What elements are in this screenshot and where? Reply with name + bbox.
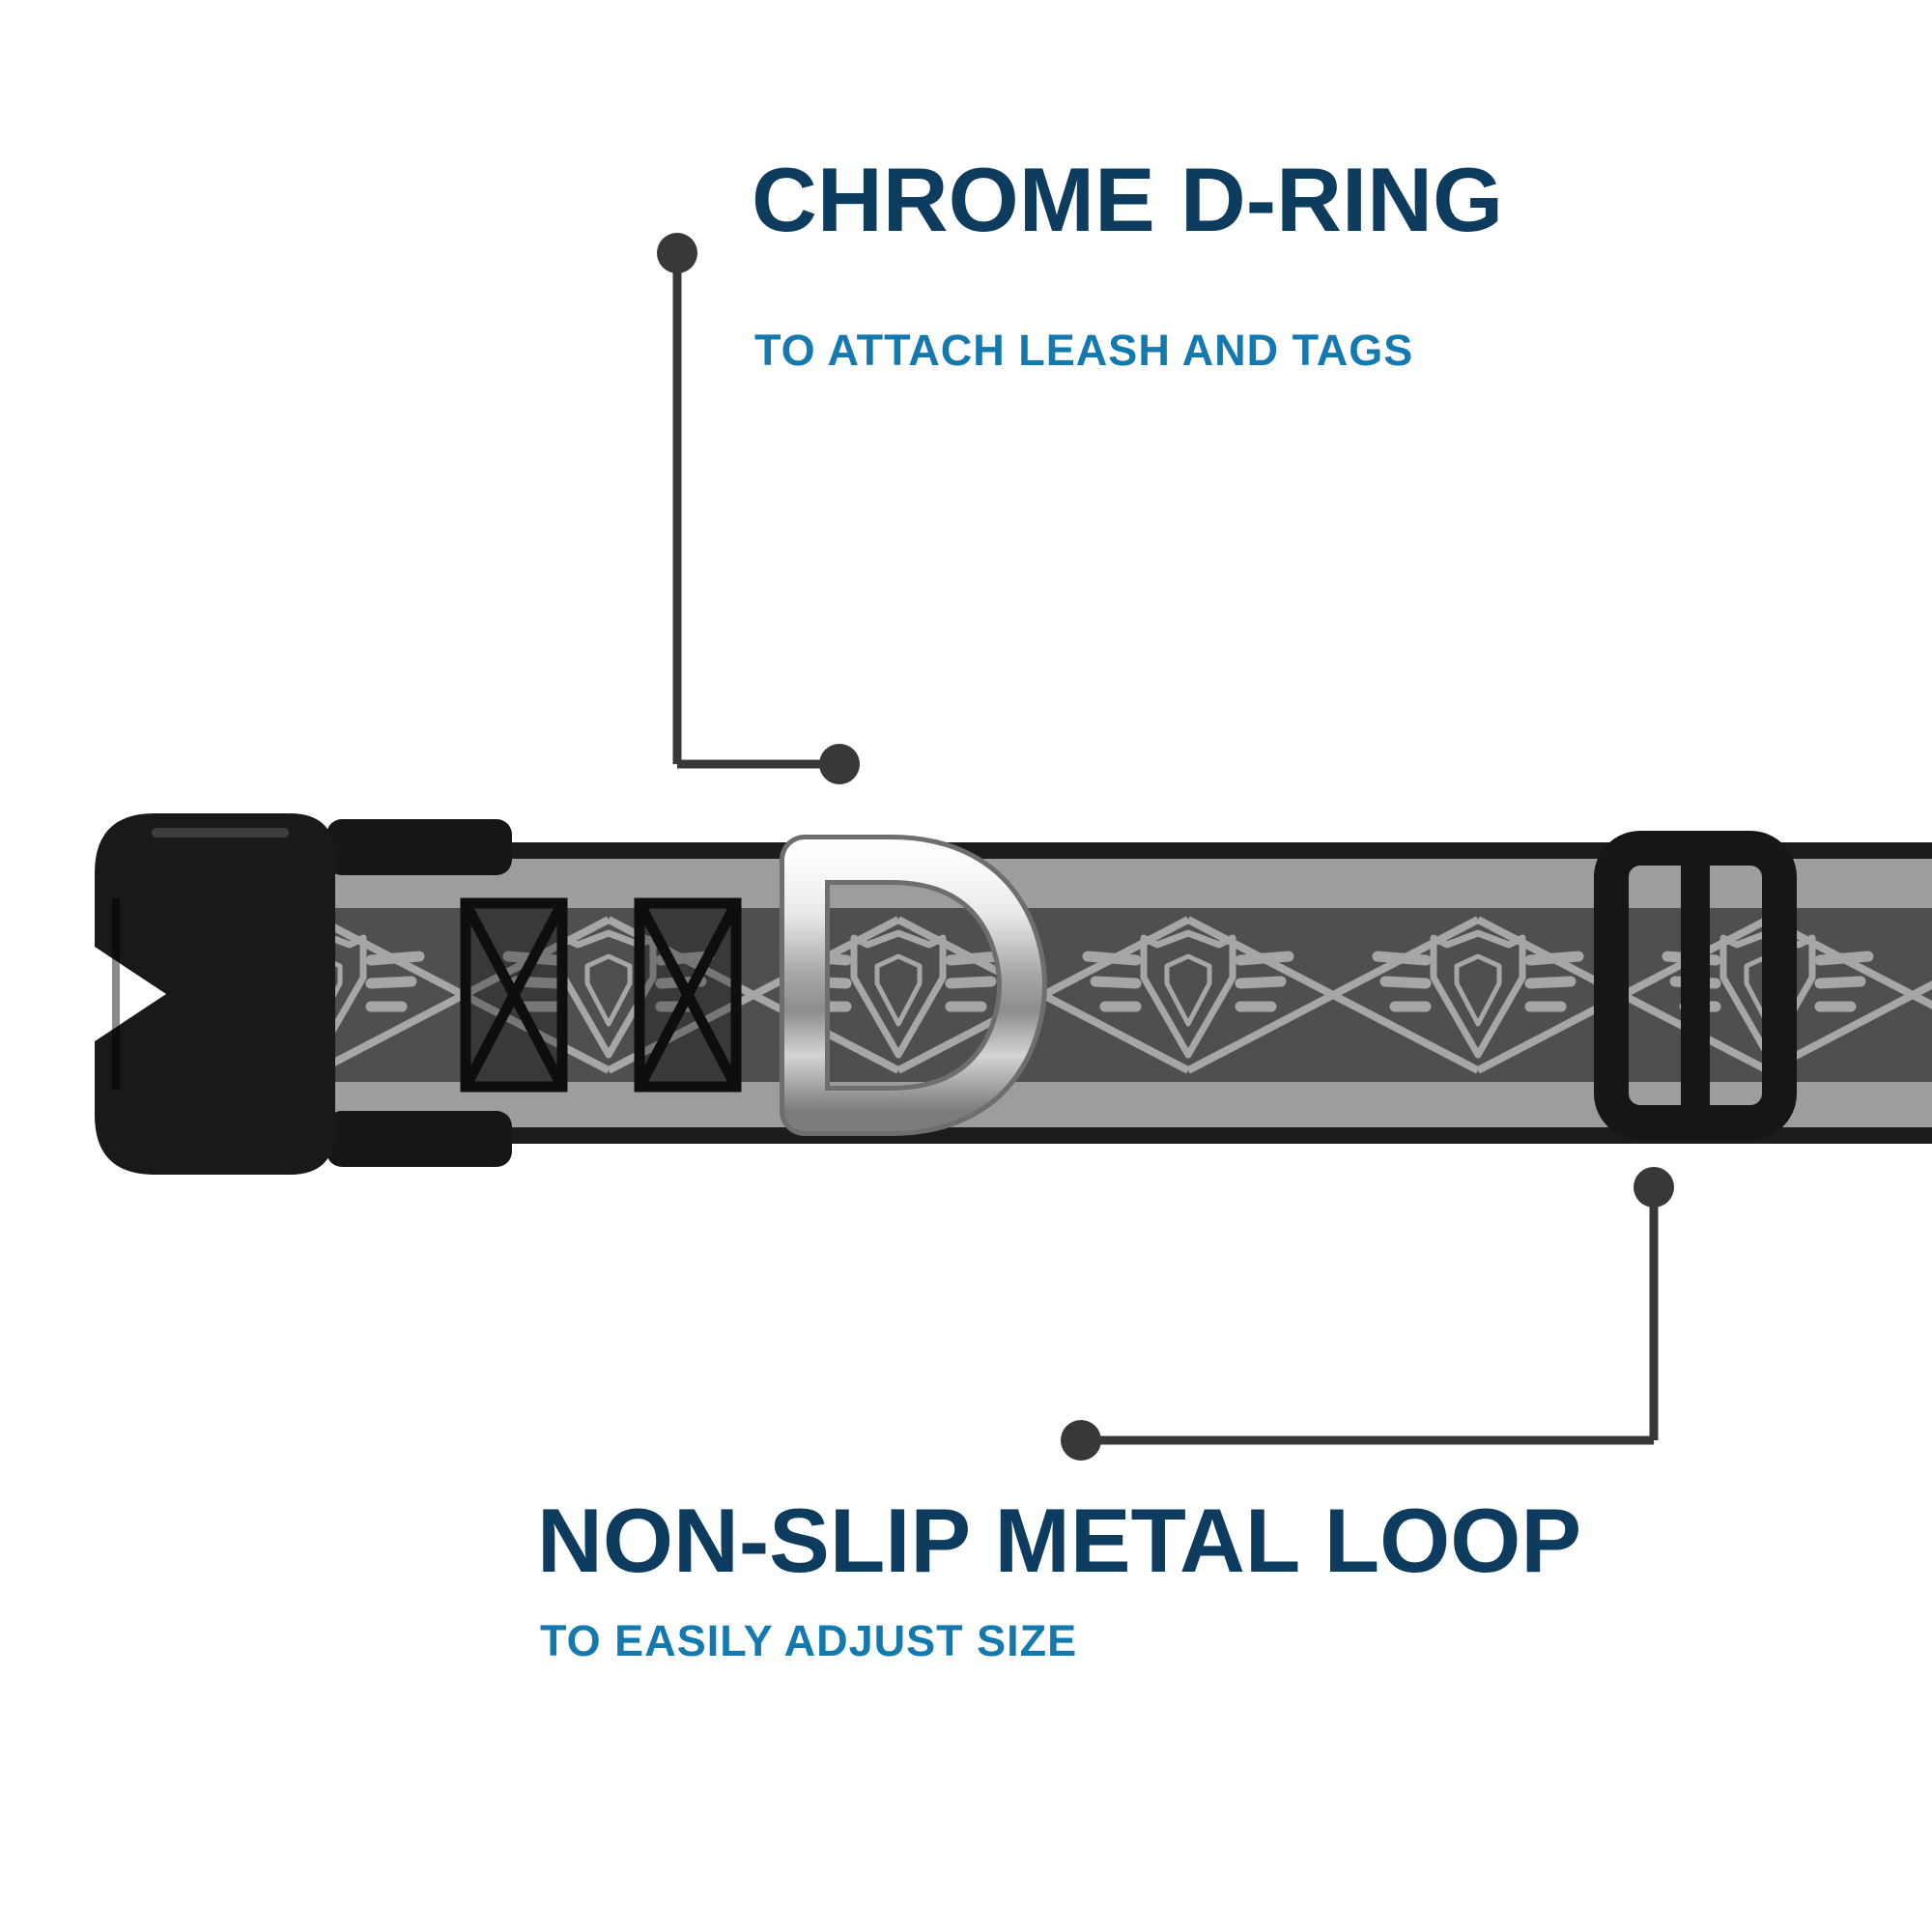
callout-bottom-title: NON-SLIP METAL LOOP	[537, 1490, 1582, 1591]
webbing-bottom-edge	[333, 1127, 1932, 1144]
callout-top-subtitle: TO ATTACH LEASH AND TAGS	[754, 326, 1414, 375]
callout-top-title: CHROME D-RING	[752, 149, 1504, 250]
chrome-d-ring	[780, 835, 1047, 1136]
diamond-lattice-pattern	[333, 916, 1932, 1074]
side-release-buckle	[95, 813, 512, 1175]
callout-bottom-subtitle: TO EASILY ADJUST SIZE	[540, 1616, 1078, 1665]
callout-dot	[1634, 1167, 1674, 1208]
patterned-webbing	[333, 842, 1932, 1144]
callout-line-bottom	[1061, 1167, 1674, 1461]
webbing-top-edge	[333, 842, 1932, 859]
triglide-slider	[1594, 831, 1797, 1140]
callout-dot	[657, 233, 697, 273]
callout-dot	[819, 744, 860, 784]
callout-line-top	[657, 233, 860, 784]
callout-dot	[1061, 1420, 1101, 1461]
